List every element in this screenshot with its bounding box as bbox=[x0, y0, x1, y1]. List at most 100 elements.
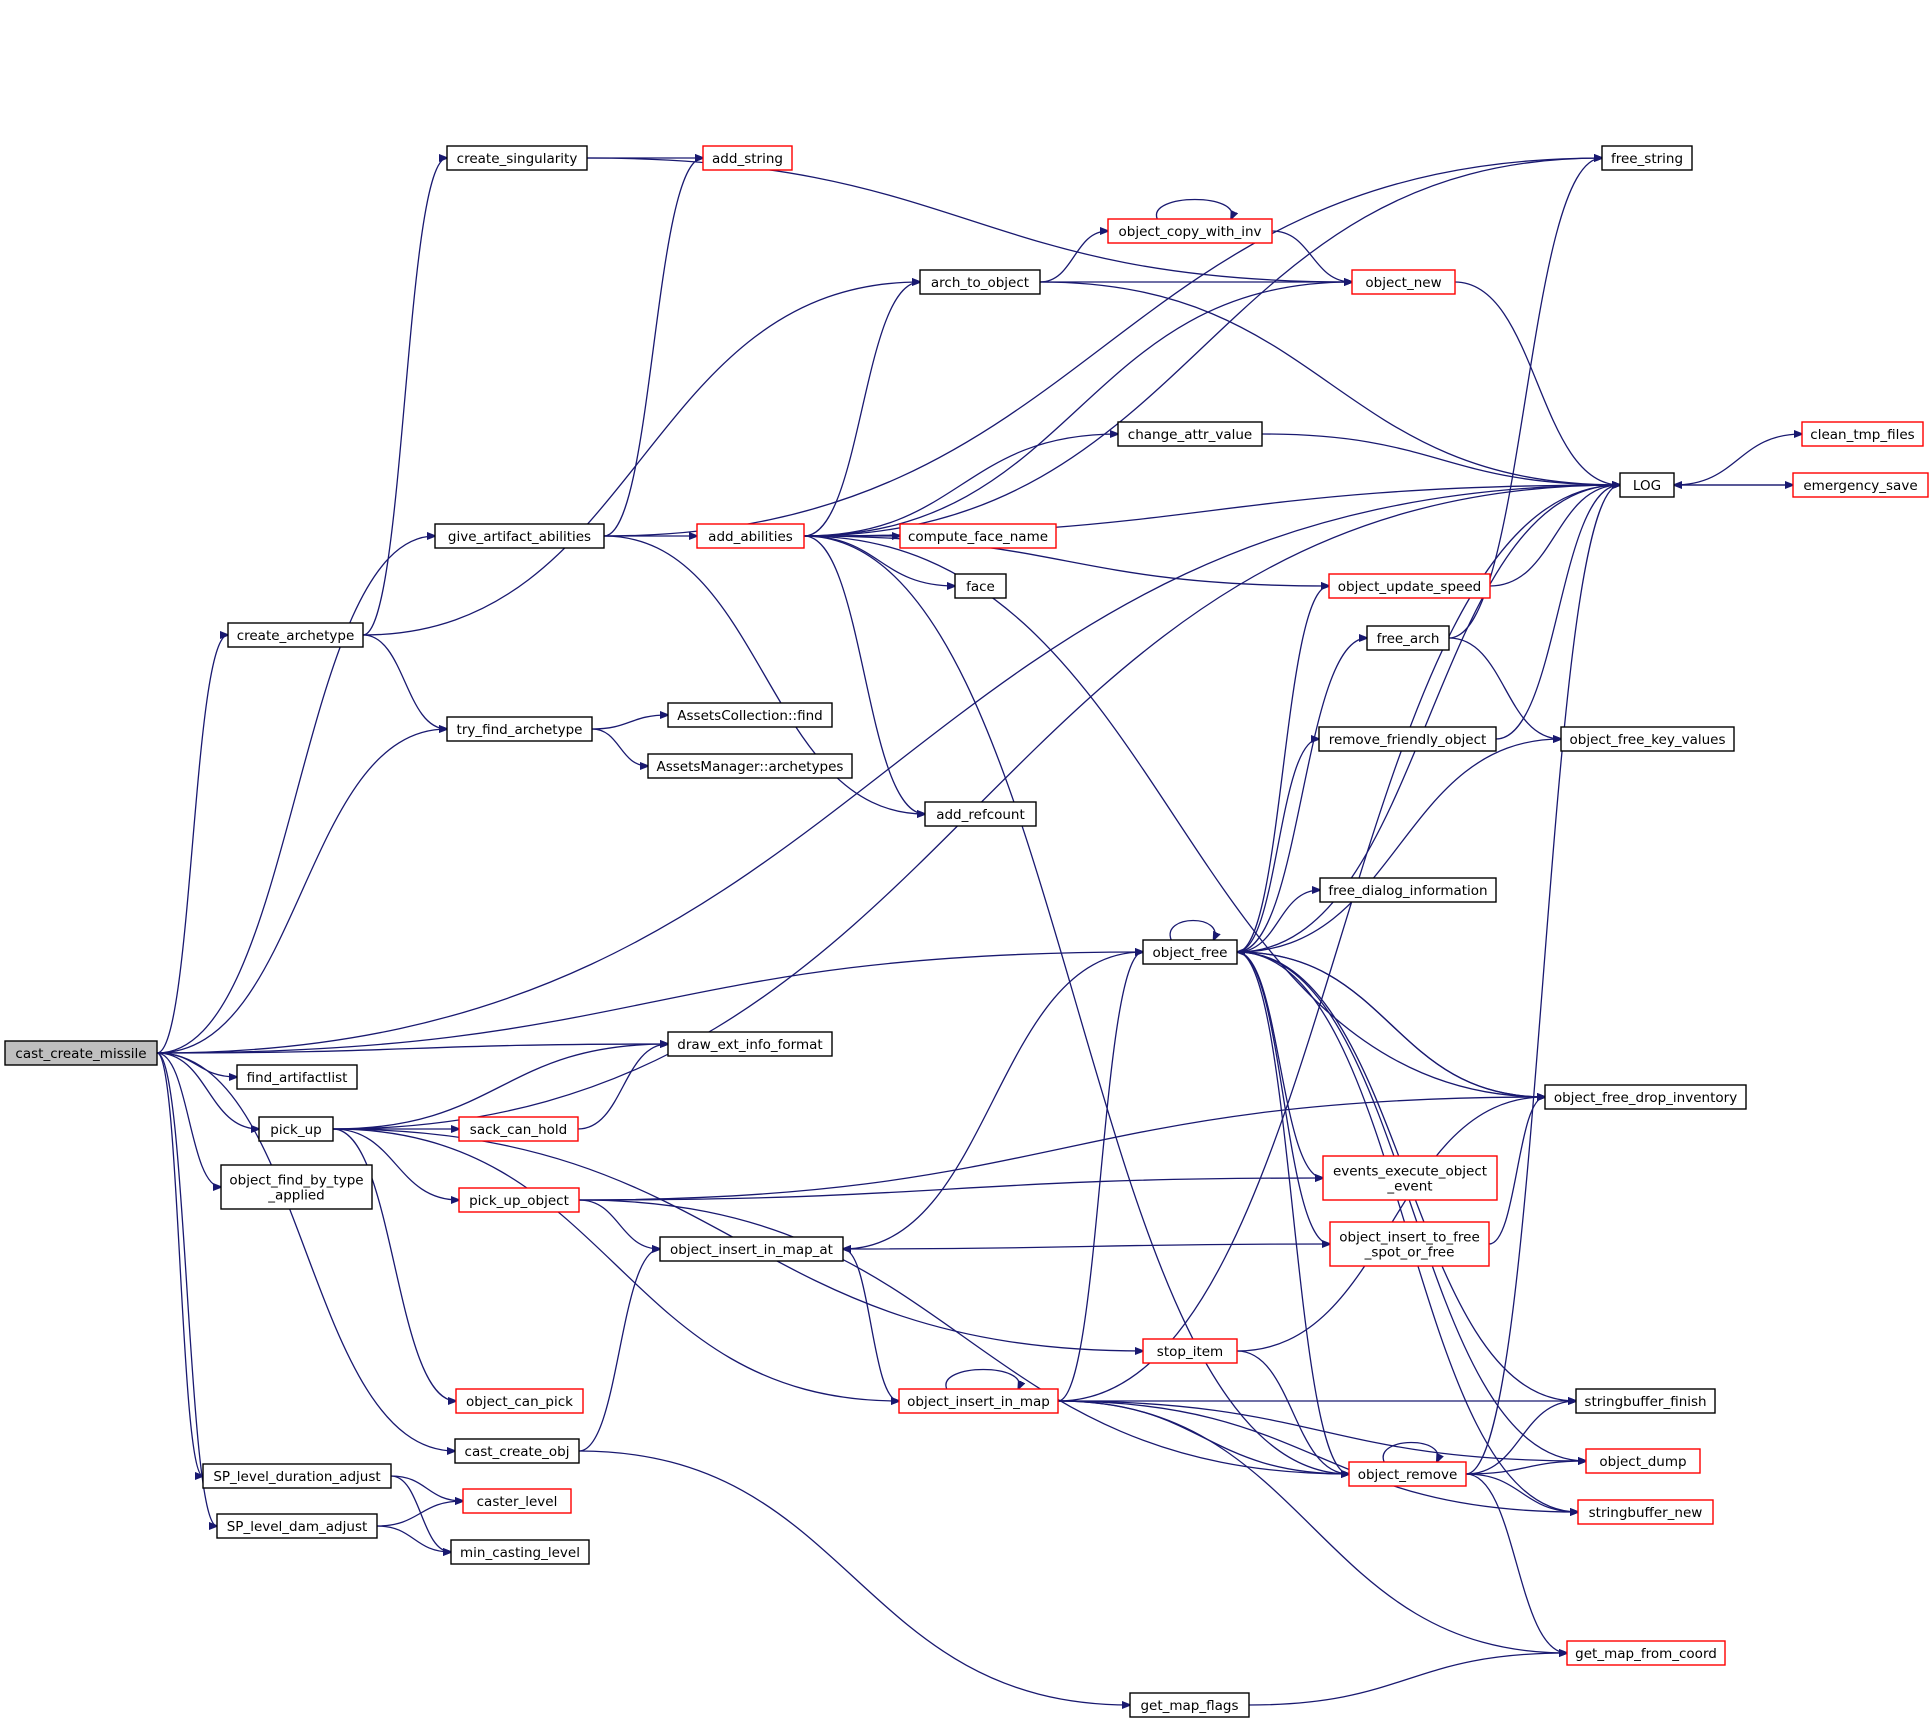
node-box bbox=[454, 1438, 580, 1464]
node-box bbox=[1566, 1640, 1726, 1666]
node-add-abilities[interactable]: add_abilities bbox=[696, 523, 805, 549]
node-give-artifact-abilities[interactable]: give_artifact_abilities bbox=[434, 523, 605, 549]
node-box bbox=[434, 523, 605, 549]
node-object-dump[interactable]: object_dump bbox=[1585, 1448, 1701, 1474]
node-stringbuffer-new[interactable]: stringbuffer_new bbox=[1577, 1499, 1714, 1525]
node-clean-tmp-files[interactable]: clean_tmp_files bbox=[1801, 421, 1924, 447]
node-object-insert-to-free-spot-or-free[interactable]: object_insert_to_free_spot_or_free bbox=[1329, 1221, 1490, 1267]
edge-SP_level_dam_adjust-to-min_casting_level bbox=[376, 1525, 451, 1552]
node-box bbox=[696, 523, 805, 549]
node-emergency-save[interactable]: emergency_save bbox=[1792, 472, 1929, 498]
edge-free_arch-to-object_free_key_values bbox=[1448, 637, 1561, 739]
node-log[interactable]: LOG bbox=[1619, 472, 1675, 498]
node-cast-create-missile[interactable]: cast_create_missile bbox=[4, 1040, 158, 1066]
node-box bbox=[216, 1513, 378, 1539]
node-stop-item[interactable]: stop_item bbox=[1142, 1338, 1238, 1364]
node-box bbox=[667, 1031, 833, 1057]
node-add-refcount[interactable]: add_refcount bbox=[924, 801, 1037, 827]
node-sp-level-dam-adjust[interactable]: SP_level_dam_adjust bbox=[216, 1513, 378, 1539]
node-box bbox=[1619, 472, 1675, 498]
node-label: object_free bbox=[1153, 945, 1228, 961]
node-label: change_attr_value bbox=[1128, 427, 1252, 443]
node-change-attr-value[interactable]: change_attr_value bbox=[1117, 421, 1263, 447]
edge-get_map_flags-to-get_map_from_coord bbox=[1248, 1653, 1567, 1706]
node-caster-level[interactable]: caster_level bbox=[462, 1488, 572, 1514]
node-arch-to-object[interactable]: arch_to_object bbox=[919, 269, 1041, 295]
node-pick-up[interactable]: pick_up bbox=[258, 1116, 334, 1142]
edge-cast_create_missile-to-draw_ext_info_format bbox=[156, 1044, 668, 1054]
node-object-insert-in-map-at[interactable]: object_insert_in_map_at bbox=[659, 1236, 844, 1262]
node-stringbuffer-finish[interactable]: stringbuffer_finish bbox=[1575, 1388, 1716, 1414]
node-pick-up-object[interactable]: pick_up_object bbox=[458, 1187, 580, 1213]
node-events-execute-object-event[interactable]: events_execute_object_event bbox=[1322, 1155, 1498, 1201]
edge-object_free-to-free_dialog_information bbox=[1236, 890, 1320, 953]
node-face[interactable]: face bbox=[954, 573, 1007, 599]
node-label: stop_item bbox=[1157, 1344, 1223, 1360]
node-add-string[interactable]: add_string bbox=[702, 145, 793, 171]
node-free-dialog-information[interactable]: free_dialog_information bbox=[1319, 877, 1497, 903]
edge-cast_create_missile-to-try_find_archetype bbox=[156, 729, 447, 1054]
node-create-singularity[interactable]: create_singularity bbox=[446, 145, 588, 171]
node-draw-ext-info-format[interactable]: draw_ext_info_format bbox=[667, 1031, 833, 1057]
node-object-new[interactable]: object_new bbox=[1351, 269, 1456, 295]
node-label: min_casting_level bbox=[460, 1545, 580, 1561]
node-box bbox=[1577, 1499, 1714, 1525]
node-label: free_dialog_information bbox=[1328, 883, 1487, 899]
edge-object_free-to-remove_friendly_object bbox=[1236, 739, 1319, 953]
node-box bbox=[1328, 573, 1491, 599]
node-label: free_arch bbox=[1377, 631, 1440, 647]
node-free-arch[interactable]: free_arch bbox=[1366, 625, 1450, 651]
node-object-copy-with-inv[interactable]: object_copy_with_inv bbox=[1107, 218, 1273, 244]
node-box bbox=[1366, 625, 1450, 651]
edge-pick_up-to-object_can_pick bbox=[332, 1128, 456, 1401]
node-free-string[interactable]: free_string bbox=[1601, 145, 1693, 171]
edge-object_free-to-object_insert_to_free_spot_or_free bbox=[1236, 951, 1330, 1244]
node-label: find_artifactlist bbox=[247, 1070, 348, 1086]
node-object-find-by-type-applied[interactable]: object_find_by_type_applied bbox=[220, 1164, 373, 1210]
edge-SP_level_dam_adjust-to-caster_level bbox=[376, 1501, 463, 1527]
node-object-free-key-values[interactable]: object_free_key_values bbox=[1560, 726, 1735, 752]
node-sack-can-hold[interactable]: sack_can_hold bbox=[458, 1116, 579, 1142]
node-label: face bbox=[966, 579, 995, 595]
node-try-find-archetype[interactable]: try_find_archetype bbox=[446, 716, 593, 742]
edge-add_abilities-to-object_remove bbox=[803, 535, 1349, 1474]
node-get-map-from-coord[interactable]: get_map_from_coord bbox=[1566, 1640, 1726, 1666]
node-label: object_free_drop_inventory bbox=[1554, 1090, 1737, 1106]
node-assetsmanager-archetypes[interactable]: AssetsManager::archetypes bbox=[647, 753, 853, 779]
edge-pick_up-to-draw_ext_info_format bbox=[332, 1044, 668, 1130]
edge-add_abilities-to-object_free_drop_inventory bbox=[803, 535, 1545, 1097]
node-object-insert-in-map[interactable]: object_insert_in_map bbox=[898, 1388, 1059, 1414]
edge-object_free-to-object_free bbox=[1169, 920, 1215, 941]
edge-object_insert_in_map-to-object_free bbox=[1057, 952, 1143, 1402]
node-assetscollection-find[interactable]: AssetsCollection::find bbox=[667, 702, 833, 728]
node-min-casting-level[interactable]: min_casting_level bbox=[450, 1539, 590, 1565]
node-object-can-pick[interactable]: object_can_pick bbox=[455, 1388, 584, 1414]
edge-object_remove-to-object_remove bbox=[1382, 1441, 1438, 1463]
node-remove-friendly-object[interactable]: remove_friendly_object bbox=[1318, 726, 1497, 752]
node-find-artifactlist[interactable]: find_artifactlist bbox=[236, 1064, 358, 1090]
node-object-free[interactable]: object_free bbox=[1142, 939, 1238, 965]
node-create-archetype[interactable]: create_archetype bbox=[227, 622, 364, 648]
node-box bbox=[258, 1116, 334, 1142]
node-box bbox=[450, 1539, 590, 1565]
node-label: create_singularity bbox=[457, 151, 578, 167]
node-label: _spot_or_free bbox=[1364, 1245, 1455, 1261]
node-object-remove[interactable]: object_remove bbox=[1348, 1461, 1467, 1487]
node-object-update-speed[interactable]: object_update_speed bbox=[1328, 573, 1491, 599]
node-box bbox=[702, 145, 793, 171]
node-object-free-drop-inventory[interactable]: object_free_drop_inventory bbox=[1544, 1084, 1747, 1110]
edge-LOG-to-clean_tmp_files bbox=[1673, 434, 1802, 486]
node-cast-create-obj[interactable]: cast_create_obj bbox=[454, 1438, 580, 1464]
node-box bbox=[1129, 1692, 1250, 1718]
node-label: add_refcount bbox=[936, 807, 1025, 823]
node-get-map-flags[interactable]: get_map_flags bbox=[1129, 1692, 1250, 1718]
node-compute-face-name[interactable]: compute_face_name bbox=[899, 523, 1057, 549]
node-sp-level-duration-adjust[interactable]: SP_level_duration_adjust bbox=[202, 1463, 392, 1489]
edge-object_insert_in_map-to-stringbuffer_new bbox=[1057, 1400, 1578, 1512]
edge-add_abilities-to-add_refcount bbox=[803, 535, 925, 814]
edge-object_free-to-LOG bbox=[1236, 485, 1620, 953]
node-label: draw_ext_info_format bbox=[677, 1037, 822, 1053]
node-label: object_new bbox=[1365, 275, 1441, 291]
edge-object_insert_to_free_spot_or_free-to-object_free_drop_inventory bbox=[1488, 1097, 1545, 1245]
node-label: _applied bbox=[267, 1188, 325, 1204]
